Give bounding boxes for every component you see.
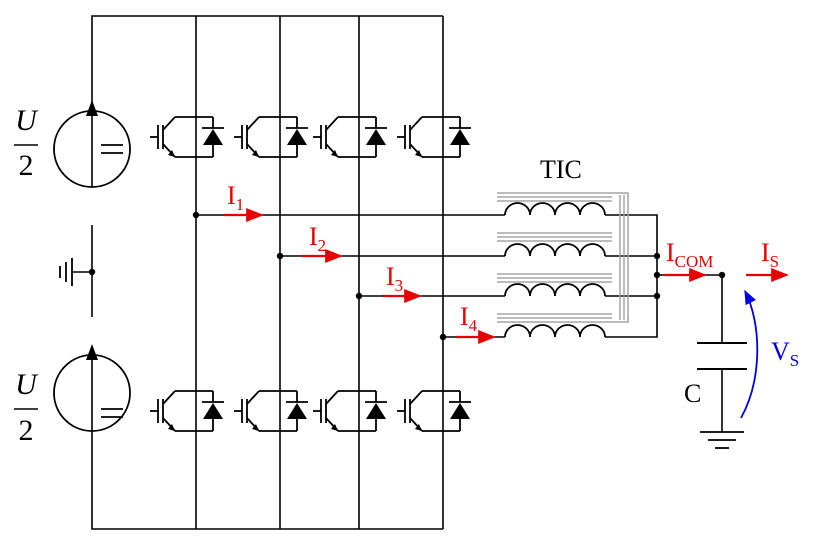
current-arrows [224,207,789,345]
inductor-icon [497,192,629,338]
source-bottom-denominator: 2 [19,414,34,447]
capacitor-label: C [684,379,701,408]
dc-voltage-source-icon [53,344,131,432]
source-top-numerator: U [15,104,39,137]
tic-label: TIC [540,155,582,184]
vs-arrow [740,289,759,419]
label-i2: I2 [309,222,326,255]
label-i3: I3 [386,262,403,295]
label-i1: I1 [227,181,244,214]
label-is: IS [761,238,779,271]
source-top-denominator: 2 [19,149,34,182]
igbt-icon [149,116,472,432]
label-i4: I4 [460,302,478,335]
label-vs: VS [771,337,799,370]
source-bottom-numerator: U [15,368,39,401]
ground-icon [700,431,744,449]
label-icom: ICOM [666,238,713,271]
capacitor-icon [697,342,747,370]
junction-dots [88,211,726,341]
dc-voltage-source-icon [53,100,131,188]
midpoint-ground-icon [59,258,73,286]
wiring [72,15,723,530]
